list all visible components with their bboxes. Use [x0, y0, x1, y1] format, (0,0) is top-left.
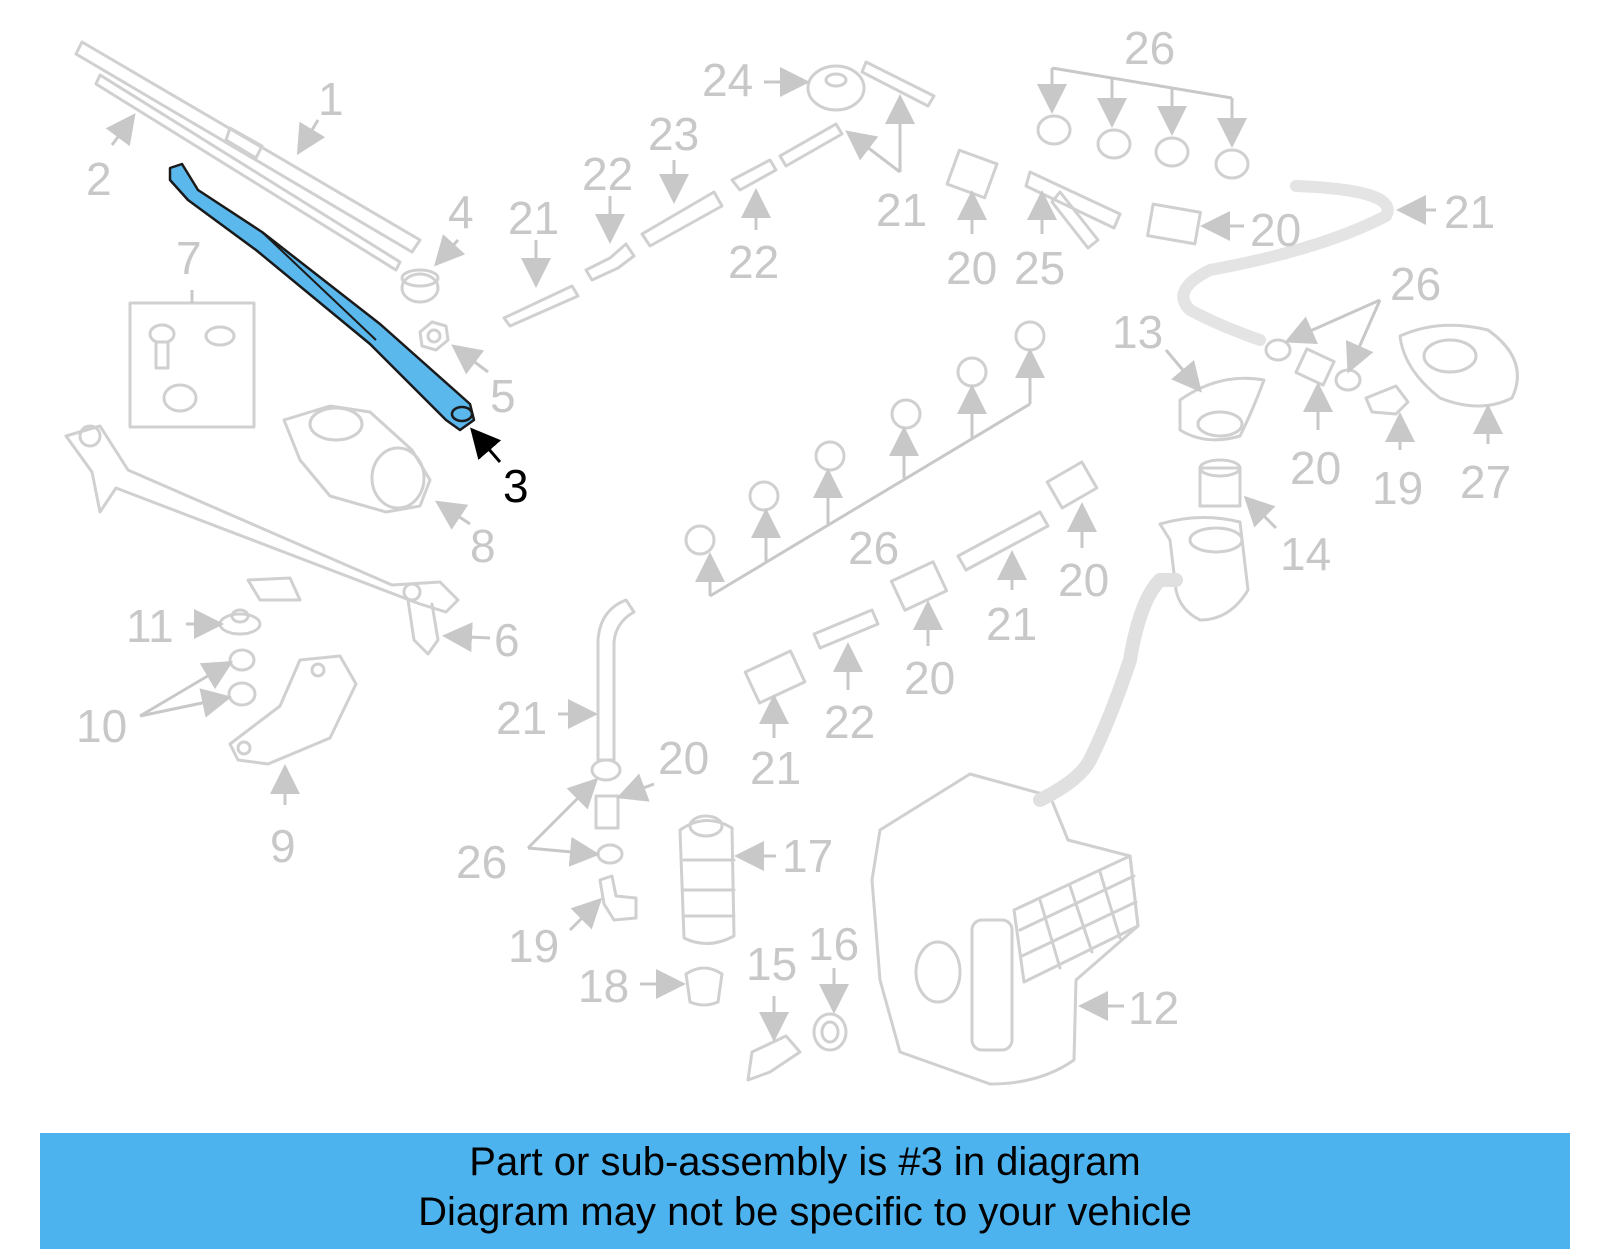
- callout-16: 16: [808, 918, 859, 970]
- callout-26-c: 26: [848, 522, 899, 574]
- callout-26-a: 26: [1124, 22, 1175, 74]
- hose-connectors-right: [945, 148, 1394, 346]
- callout-25: 25: [1014, 242, 1065, 294]
- callout-19-a: 19: [1372, 462, 1423, 514]
- hardware-kit: [128, 290, 256, 429]
- wiper-linkage: [64, 424, 460, 656]
- callout-21-a: 21: [508, 192, 559, 244]
- callout-27: 27: [1460, 456, 1511, 508]
- callout-3: 3: [503, 460, 529, 512]
- banner-line-1: Part or sub-assembly is #3 in diagram: [469, 1140, 1141, 1184]
- callout-20-b: 20: [1250, 204, 1301, 256]
- callout-15: 15: [746, 938, 797, 990]
- callout-18: 18: [578, 960, 629, 1012]
- callout-6: 6: [494, 614, 520, 666]
- callout-20-e: 20: [904, 652, 955, 704]
- wiper-motor: [282, 404, 432, 514]
- grommet: [218, 608, 262, 636]
- clamps-mid-row: [684, 320, 1046, 556]
- filler-neck: [1158, 458, 1250, 622]
- hose-connectors-mid: [743, 460, 1099, 705]
- callout-21-e: 21: [496, 692, 547, 744]
- callout-7: 7: [176, 232, 202, 284]
- callout-19-b: 19: [508, 920, 559, 972]
- callout-4: 4: [448, 186, 474, 238]
- callout-21-d: 21: [986, 598, 1037, 650]
- clamps-top: [1036, 114, 1250, 180]
- callout-10: 10: [76, 700, 127, 752]
- washer-pump: [678, 814, 736, 945]
- callout-20-g: 20: [658, 732, 709, 784]
- callout-26-d: 26: [456, 836, 507, 888]
- info-banner: Part or sub-assembly is #3 in diagram Di…: [40, 1133, 1570, 1249]
- callout-8: 8: [470, 520, 496, 572]
- callout-22-b: 22: [728, 236, 779, 288]
- callout-17: 17: [782, 830, 833, 882]
- banner-line-2: Diagram may not be specific to your vehi…: [418, 1190, 1192, 1234]
- callout-26-b: 26: [1390, 258, 1441, 310]
- callout-20-d: 20: [1058, 554, 1109, 606]
- callout-23: 23: [648, 108, 699, 160]
- callout-5: 5: [490, 370, 516, 422]
- callout-14: 14: [1280, 528, 1331, 580]
- washer-reservoir: [870, 573, 1183, 1086]
- callout-20-f: 21: [750, 742, 801, 794]
- level-sensor: [746, 1012, 848, 1082]
- pump-grommet: [684, 966, 724, 1007]
- callout-2: 2: [86, 153, 112, 205]
- callout-22-a: 22: [582, 148, 633, 200]
- callout-20-a: 20: [946, 242, 997, 294]
- callout-22-c: 22: [824, 696, 875, 748]
- callout-21-b: 21: [876, 184, 927, 236]
- wiper-blade: [74, 40, 422, 272]
- nut: [418, 320, 450, 352]
- callout-11: 11: [126, 600, 174, 652]
- mount-bracket: [228, 654, 358, 766]
- nut-cap: [400, 268, 440, 304]
- callout-13: 13: [1112, 306, 1163, 358]
- callout-9: 9: [270, 820, 296, 872]
- hose-lower-left: [590, 598, 638, 922]
- nozzle-hoses-upper: [502, 60, 936, 328]
- callout-21-c: 21: [1444, 186, 1495, 238]
- callout-12: 12: [1128, 982, 1179, 1034]
- callout-20-c: 20: [1290, 442, 1341, 494]
- callout-1: 1: [318, 73, 344, 125]
- rubber-bushings: [227, 648, 257, 707]
- wiper-arm-highlighted: [168, 162, 476, 432]
- washer-pump-parts-right: [1178, 323, 1519, 442]
- callout-24: 24: [702, 54, 753, 106]
